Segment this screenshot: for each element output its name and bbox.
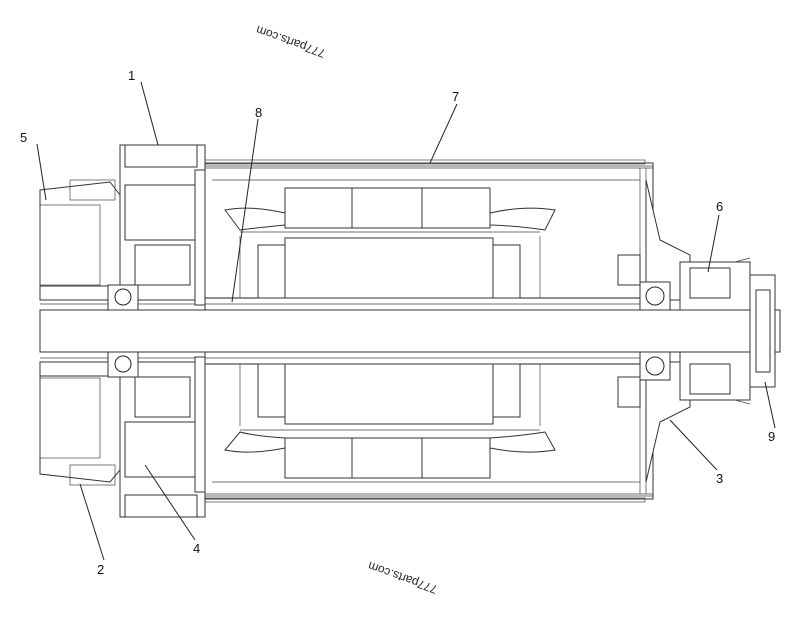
callout-1: 1 (128, 68, 135, 83)
callout-2: 2 (97, 562, 104, 577)
front-bearing (107, 284, 139, 378)
callout-4: 4 (193, 541, 200, 556)
callout-5: 5 (20, 130, 27, 145)
stator-core-top (224, 187, 556, 231)
watermark-bottom: 777parts.com (366, 559, 439, 597)
callout-6: 6 (716, 199, 723, 214)
callout-leaders (36, 81, 776, 561)
callout-9: 9 (768, 429, 775, 444)
end-bracket (617, 179, 691, 483)
rear-bearing (639, 281, 671, 381)
callout-7: 7 (452, 89, 459, 104)
callout-3: 3 (716, 471, 723, 486)
callout-8: 8 (255, 105, 262, 120)
watermark-top: 777parts.com (254, 23, 327, 61)
exciter-assembly (679, 257, 776, 405)
rotor-core (239, 231, 541, 431)
fan-assembly (39, 179, 121, 486)
stator-core-bottom (224, 431, 556, 479)
